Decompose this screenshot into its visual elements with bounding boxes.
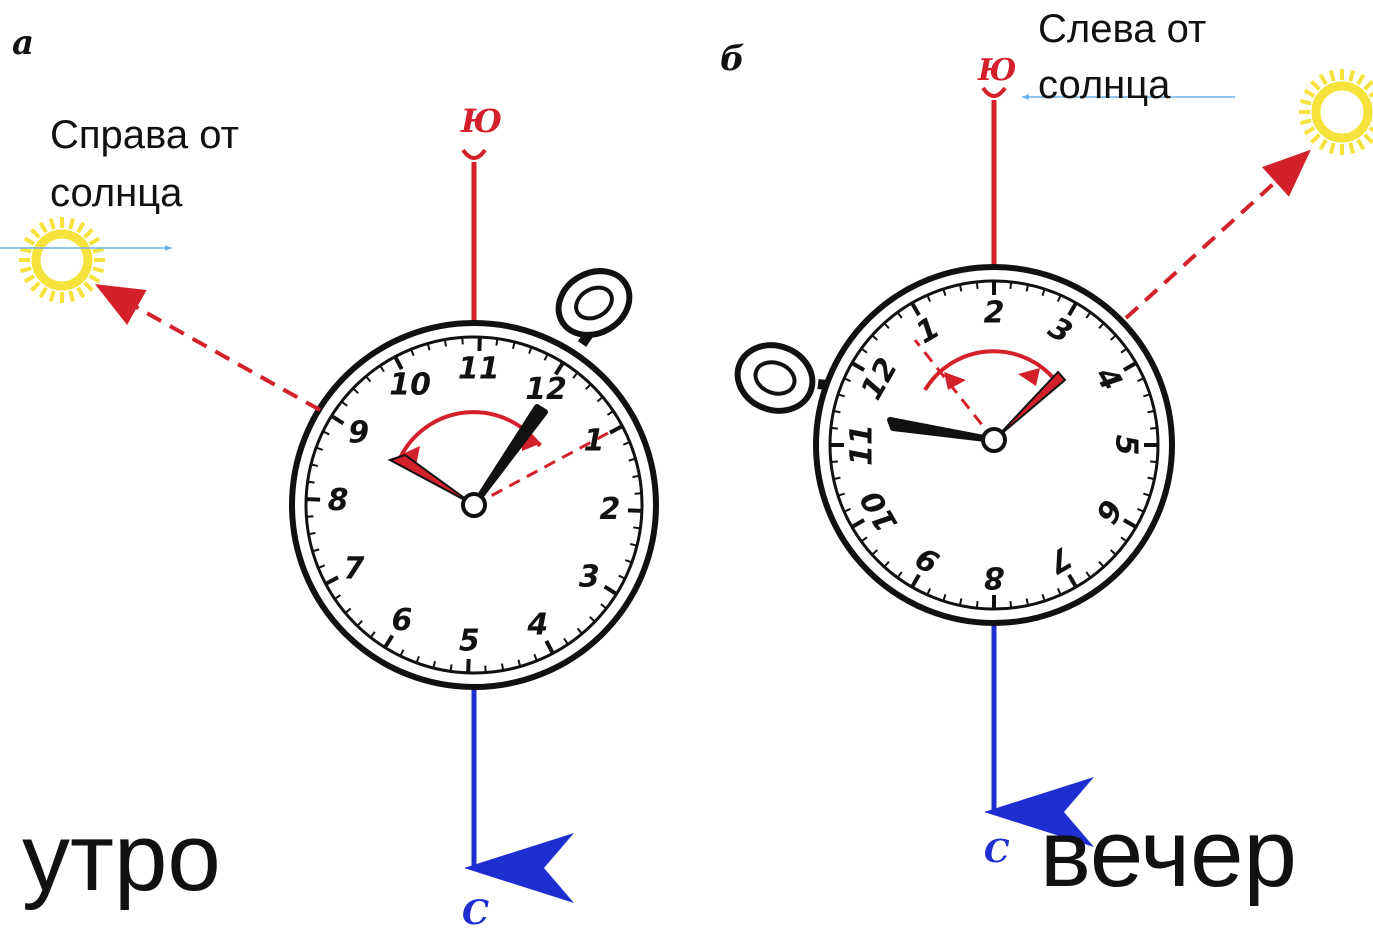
dial-number: 5 — [459, 623, 480, 658]
dial-tick — [1010, 601, 1011, 608]
dial-number: 7 — [343, 551, 364, 586]
dial-tick — [309, 533, 316, 534]
dial-tick — [834, 478, 841, 479]
dial-tick — [633, 476, 640, 477]
dial-number: 1 — [584, 424, 605, 459]
panel-a-sun-note-line1: Справа от — [50, 113, 239, 157]
dial-tick — [834, 411, 841, 412]
panel-a-south-hook — [463, 150, 485, 158]
dial-number: 11 — [845, 424, 880, 466]
dial-tick — [451, 664, 452, 671]
dial-tick — [831, 461, 838, 462]
panel-b-note-pointer-head — [1022, 94, 1029, 100]
dial-number: 3 — [579, 560, 600, 595]
dial-tick — [960, 285, 961, 292]
panel-b-sun-direction — [1126, 155, 1305, 318]
dial-tick — [1150, 461, 1157, 462]
panel-b-south-label: Ю — [977, 53, 1017, 88]
dial-number: 2 — [599, 492, 620, 527]
dial-tick — [1027, 285, 1028, 292]
dial-number: 12 — [525, 372, 567, 407]
dial-tick — [1150, 428, 1157, 429]
dial-number: 2 — [984, 296, 1005, 331]
panel-b-center-pin — [983, 429, 1005, 451]
panel-b-time-caption: вечер — [1040, 800, 1297, 907]
dial-tick — [496, 339, 497, 346]
dial-tick — [445, 340, 446, 347]
panel-a-sun-direction — [102, 288, 320, 410]
dial-number: 4 — [526, 608, 548, 643]
panel-a-sun-note-line2: солнца — [50, 171, 183, 215]
dial-tick — [502, 664, 503, 671]
panel-b-sun-note-line1: Слева от — [1038, 7, 1206, 51]
dial-number: 11 — [458, 352, 500, 387]
dial-number: 8 — [984, 560, 1005, 595]
dial-tick — [1027, 599, 1028, 606]
dial-number: 8 — [328, 483, 349, 518]
dial-tick — [977, 282, 978, 289]
panel-b-south-hook — [983, 88, 1005, 96]
panel-b-north-label: С — [984, 832, 1010, 870]
dial-number: 6 — [391, 603, 412, 638]
dial-tick — [960, 599, 961, 606]
panel-a-time-caption: утро — [22, 804, 221, 911]
dial-tick — [831, 428, 838, 429]
panel-a-letter: а — [12, 23, 34, 63]
panel-a-watch-crown — [547, 259, 641, 348]
dial-number: 9 — [348, 415, 369, 450]
panel-b-letter: б — [720, 39, 745, 79]
dial-tick — [1010, 282, 1011, 289]
sun-icon — [1299, 69, 1373, 155]
dial-number: 10 — [389, 367, 431, 402]
dial-tick — [1148, 411, 1155, 412]
panel-a-center-pin — [463, 494, 485, 516]
panel-b-sun-note-line2: солнца — [1038, 63, 1171, 107]
panel-a-south-label: Ю — [460, 102, 502, 140]
sun-icon — [19, 217, 105, 303]
dial-tick — [1148, 478, 1155, 479]
dial-tick — [977, 601, 978, 608]
panel-a-north-label: С — [462, 893, 489, 933]
panel-a-note-pointer-head — [165, 245, 172, 251]
dial-tick — [308, 482, 315, 483]
dial-number: 5 — [1109, 435, 1144, 456]
dial-tick — [633, 527, 640, 528]
